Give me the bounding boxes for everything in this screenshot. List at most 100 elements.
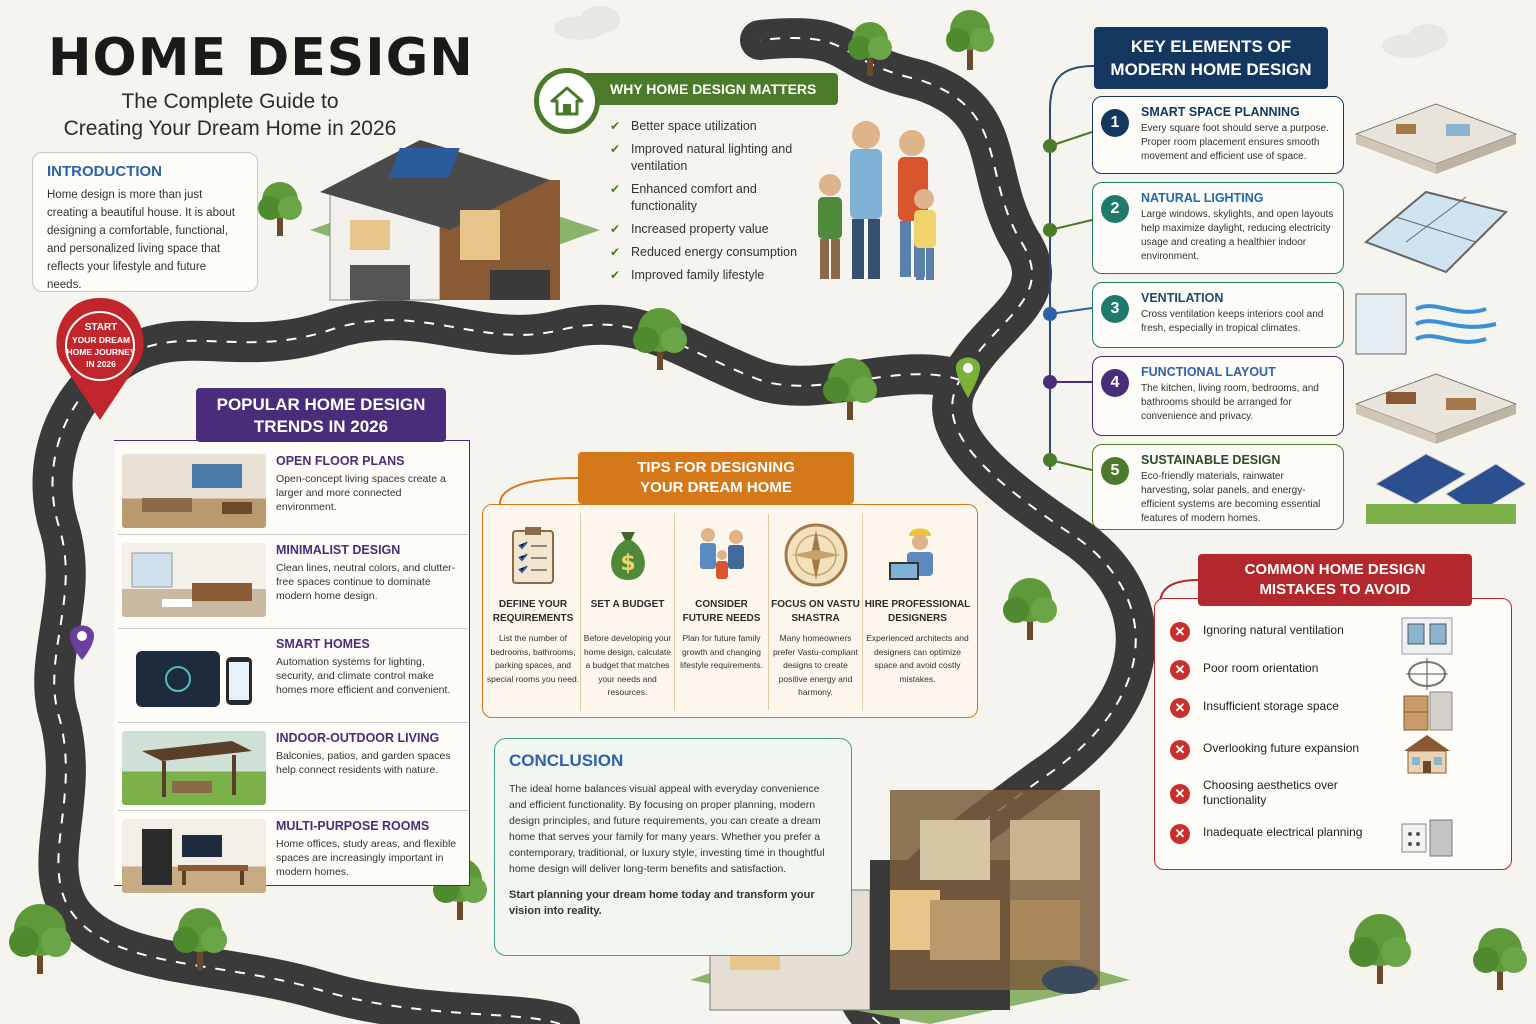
trend-desc: Clean lines, neutral colors, and clutter… [276,562,456,602]
tip-title: SET A BUDGET [590,599,665,610]
x-mark-icon: ✕ [1170,698,1190,718]
x-mark-icon: ✕ [1170,784,1190,804]
tip-title: HIRE PROFESSIONAL DESIGNERS [864,599,971,624]
x-mark-icon: ✕ [1170,622,1190,642]
introduction-body: Home design is more than just creating a… [47,189,235,291]
tip-item: DEFINE YOUR REQUIREMENTS List the number… [486,514,580,710]
green-pin-icon [956,357,980,398]
tip-item: $ SET A BUDGET Before developing your ho… [580,514,674,710]
conclusion-body: The ideal home balances visual appeal wi… [509,783,825,875]
mistake-item: ✕ Overlooking future expansion [1170,732,1500,774]
trends-heading-line-1: POPULAR HOME DESIGN [216,395,426,414]
trend-desc: Automation systems for lighting, securit… [276,656,451,696]
x-mark-icon: ✕ [1170,740,1190,760]
tip-title: FOCUS ON VASTU SHASTRA [771,599,860,624]
key-element-1: 1 SMART SPACE PLANNING Every square foot… [1092,96,1344,174]
tip-desc: Experienced architects and designers can… [866,633,969,684]
start-pin-line-4: IN 2026 [86,359,116,369]
storage-cabinet-icon [1403,691,1453,731]
mistake-item: ✕ Choosing aesthetics over functionality [1170,776,1500,810]
functional-layout-icon [1354,373,1518,444]
tip-item: CONSIDER FUTURE NEEDS Plan for future fa… [674,514,768,710]
modern-house-illustration [310,140,600,301]
key-elements-heading: KEY ELEMENTS OF MODERN HOME DESIGN [1094,27,1328,89]
trend-title: INDOOR-OUTDOOR LIVING [276,731,440,745]
page-subtitle: The Complete Guide to Creating Your Drea… [40,88,420,142]
introduction-heading: INTRODUCTION [47,163,162,180]
introduction-card: INTRODUCTION Home design is more than ju… [32,152,258,292]
key-element-number: 1 [1101,109,1129,137]
key-element-desc: Cross ventilation keeps interiors cool a… [1141,309,1324,334]
why-heading: WHY HOME DESIGN MATTERS [560,73,838,105]
mistake-text: Ignoring natural ventilation [1203,623,1344,637]
key-element-desc: The kitchen, living room, bedrooms, and … [1141,383,1319,422]
key-element-desc: Large windows, skylights, and open layou… [1141,209,1334,262]
indoor-outdoor-image [122,731,266,805]
family-illustration [818,121,936,280]
key-element-3: 3 VENTILATION Cross ventilation keeps in… [1092,282,1344,348]
clouds [554,6,1448,58]
minimalist-room-image [122,543,266,617]
why-item: Improved natural lighting and ventilatio… [610,141,800,175]
orientation-compass-icon [1406,658,1448,690]
floor-plan-icon [1354,103,1518,174]
conclusion-heading: CONCLUSION [509,751,624,770]
why-item: Enhanced comfort and functionality [610,181,800,215]
small-house-icon [1404,735,1450,774]
mistake-item: ✕ Poor room orientation [1170,652,1500,690]
key-elements-heading-line-1: KEY ELEMENTS OF [1130,37,1292,56]
why-item: Reduced energy consumption [610,244,800,261]
trend-item: SMART HOMES Automation systems for light… [118,628,468,712]
trend-item: MINIMALIST DESIGN Clean lines, neutral c… [118,534,468,618]
key-element-2: 2 NATURAL LIGHTING Large windows, skylig… [1092,182,1344,274]
mistakes-heading-line-2: MISTAKES TO AVOID [1259,581,1411,598]
purple-pin-icon [70,625,94,660]
mistake-text: Inadequate electrical planning [1203,825,1363,839]
multi-purpose-room-image [122,819,266,893]
trend-item: MULTI-PURPOSE ROOMS Home offices, study … [118,810,468,894]
key-element-number: 2 [1101,195,1129,223]
tip-item: HIRE PROFESSIONAL DESIGNERS Experienced … [862,514,972,710]
subtitle-line-2: Creating Your Dream Home in 2026 [63,117,397,140]
key-element-number: 5 [1101,457,1129,485]
connector-dots [1043,139,1057,467]
key-elements-heading-line-2: MODERN HOME DESIGN [1110,60,1312,79]
start-pin-icon [56,298,144,420]
mistake-item: ✕ Insufficient storage space [1170,690,1500,731]
trend-item: INDOOR-OUTDOOR LIVING Balconies, patios,… [118,722,468,806]
tip-desc: Plan for future family growth and changi… [680,633,763,670]
why-item: Increased property value [610,221,800,238]
compass-icon [769,514,862,596]
skylight-window-icon [1364,190,1508,274]
luxury-house-illustration [690,790,1130,1024]
mistakes-heading: COMMON HOME DESIGN MISTAKES TO AVOID [1198,554,1472,606]
key-element-title: SMART SPACE PLANNING [1141,105,1300,119]
tips-heading: TIPS FOR DESIGNING YOUR DREAM HOME [578,452,854,504]
tip-desc: Before developing your home design, calc… [583,633,672,697]
trend-title: OPEN FLOOR PLANS [276,454,405,468]
trends-heading-line-2: TRENDS IN 2026 [253,417,389,436]
mistake-text: Choosing aesthetics over functionality [1203,778,1338,807]
subtitle-line-1: The Complete Guide to [121,90,339,113]
svg-text:$: $ [620,551,635,576]
key-element-4: 4 FUNCTIONAL LAYOUT The kitchen, living … [1092,356,1344,436]
conclusion-cta: Start planning your dream home today and… [509,889,815,917]
trend-title: MULTI-PURPOSE ROOMS [276,819,430,833]
open-floor-plan-image [122,454,266,528]
designer-with-laptop-icon [863,514,972,596]
electrical-panel-icon [1401,819,1453,857]
solar-panel-icon [1366,453,1526,524]
trend-title: SMART HOMES [276,637,370,651]
start-pin-line-1: START [84,322,118,333]
mistake-item: ✕ Inadequate electrical planning [1170,816,1500,857]
key-element-title: VENTILATION [1141,291,1224,305]
key-element-number: 3 [1101,295,1129,323]
trend-title: MINIMALIST DESIGN [276,543,401,557]
mistake-text: Poor room orientation [1203,661,1319,675]
smart-home-image [122,637,266,711]
trend-desc: Open-concept living spaces create a larg… [276,473,446,513]
key-element-title: SUSTAINABLE DESIGN [1141,453,1281,467]
mistake-item: ✕ Ignoring natural ventilation [1170,614,1500,655]
mistakes-heading-line-1: COMMON HOME DESIGN [1244,561,1426,578]
